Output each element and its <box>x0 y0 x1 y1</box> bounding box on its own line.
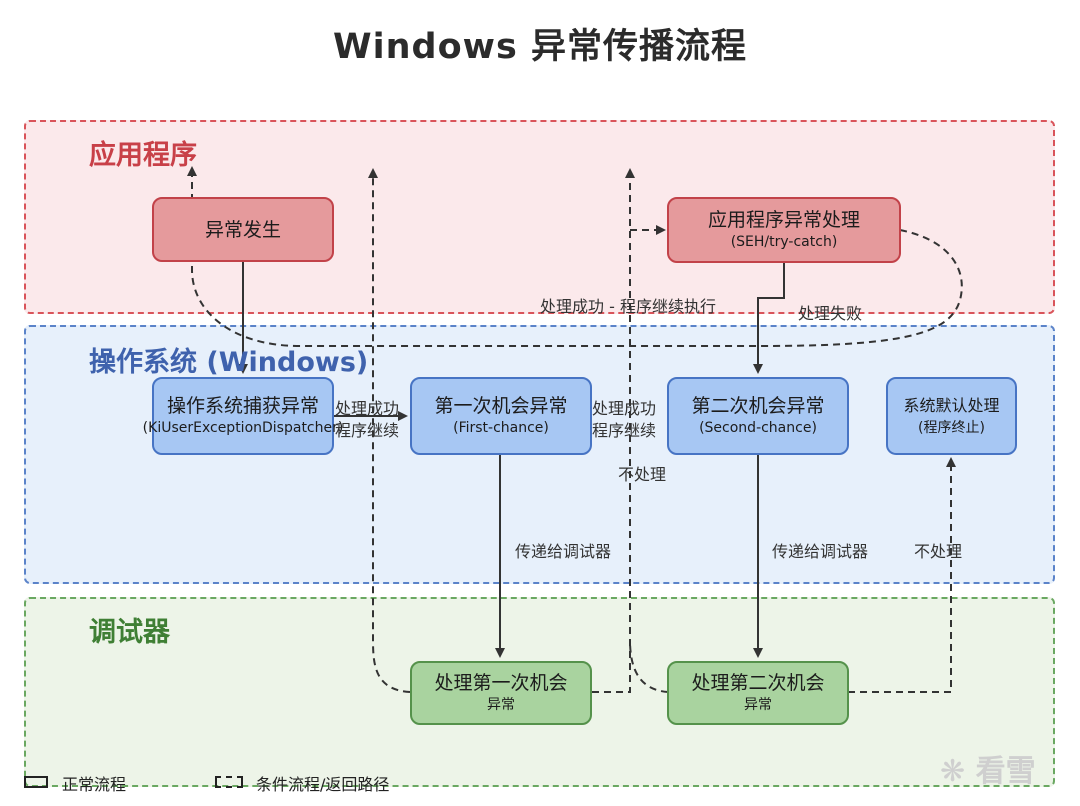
edge-label-handle-failed: 处理失败 <box>798 304 863 323</box>
edge-label-handled-continue-2: 处理成功 程序继续 <box>592 399 657 440</box>
node-app-handler-sublabel: (SEH/try-catch) <box>730 234 838 250</box>
node-first-chance: 第一次机会异常 (First-chance) <box>410 377 592 455</box>
lane-title-os: 操作系统 (Windows) <box>89 347 369 378</box>
node-debugger-first-chance: 处理第一次机会 异常 <box>410 661 592 725</box>
edge-label-not-handled-2: 不处理 <box>914 542 963 561</box>
node-default-handling-label: 系统默认处理 <box>903 396 1000 415</box>
node-default-handling: 系统默认处理 (程序终止) <box>886 377 1017 455</box>
edge-dbg-first-return <box>368 168 411 693</box>
lane-title-debugger: 调试器 <box>89 617 170 648</box>
edge-label-handled-continue-1: 处理成功 程序继续 <box>335 399 400 440</box>
watermark-text: 看雪 <box>975 754 1036 789</box>
node-second-chance: 第二次机会异常 (Second-chance) <box>667 377 849 455</box>
diagram-title: Windows 异常传播流程 <box>333 27 747 67</box>
node-first-chance-label: 第一次机会异常 <box>434 395 568 417</box>
node-dbg-second-sublabel: 异常 <box>744 697 772 713</box>
node-dbg-second-label: 处理第二次机会 <box>691 672 825 694</box>
node-app-handler-label: 应用程序异常处理 <box>707 209 860 231</box>
node-dbg-first-label: 处理第一次机会 <box>434 672 568 694</box>
edge-dbg-second-to-default <box>848 457 956 693</box>
edge-label-not-handled-1: 不处理 <box>618 465 667 484</box>
legend-solid-swatch <box>24 776 48 788</box>
node-app-exception-handler: 应用程序异常处理 (SEH/try-catch) <box>667 197 901 263</box>
edge-label-pass-to-debugger-2: 传递给调试器 <box>772 542 869 561</box>
node-dbg-first-sublabel: 异常 <box>487 697 515 713</box>
edge-handler-fail-to-second <box>753 262 785 374</box>
edge-label-handled-resume: 处理成功 - 程序继续执行 <box>540 297 716 316</box>
lane-title-application: 应用程序 <box>89 140 197 171</box>
node-os-catch-exception: 操作系统捕获异常 (KiUserExceptionDispatcher) <box>143 377 343 455</box>
legend-dashed-swatch <box>215 776 243 788</box>
node-first-chance-sublabel: (First-chance) <box>453 420 549 436</box>
node-debugger-second-chance: 处理第二次机会 异常 <box>667 661 849 725</box>
edge-handler-fail-loop <box>187 166 963 347</box>
legend-dashed-label: 条件流程/返回路径 <box>256 775 390 794</box>
node-default-handling-sublabel: (程序终止) <box>918 420 985 436</box>
edge-dbg-first-continue <box>592 168 635 693</box>
legend-solid-label: 正常流程 <box>62 775 127 794</box>
node-os-catch-label: 操作系统捕获异常 <box>166 395 319 417</box>
watermark-logo: ❋ 看雪 <box>940 754 1036 789</box>
edge-dbg-second-return <box>629 639 669 693</box>
node-exception-occurs: 异常发生 <box>152 197 334 262</box>
node-second-chance-sublabel: (Second-chance) <box>699 420 817 436</box>
node-exception-occurs-label: 异常发生 <box>204 218 281 241</box>
edge-label-pass-to-debugger-1: 传递给调试器 <box>515 542 612 561</box>
node-os-catch-sublabel: (KiUserExceptionDispatcher) <box>142 420 344 436</box>
node-second-chance-label: 第二次机会异常 <box>691 395 825 417</box>
